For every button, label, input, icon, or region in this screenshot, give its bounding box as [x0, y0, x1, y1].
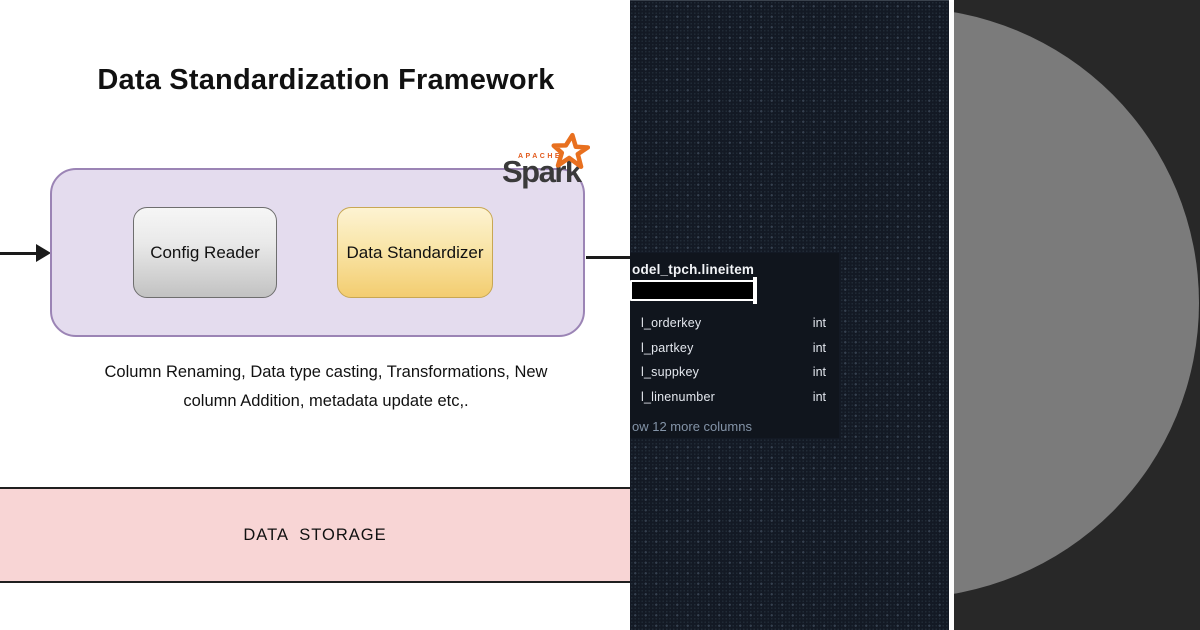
- column-type: int: [812, 316, 826, 331]
- column-type: int: [812, 389, 826, 404]
- page-title: Data Standardization Framework: [97, 64, 555, 96]
- table-rename-input[interactable]: [630, 280, 757, 301]
- apache-spark-logo: APACHE Spark: [498, 132, 590, 198]
- column-name: l_suppkey: [641, 365, 700, 380]
- data-standardizer-label: Data Standardizer: [346, 242, 484, 262]
- column-name: l_linenumber: [641, 389, 715, 404]
- table-row: l_suppkey int: [630, 360, 839, 385]
- framework-description: Column Renaming, Data type casting, Tran…: [0, 358, 652, 416]
- table-schema-card: odel_tpch.lineitem l_orderkey int l_part…: [630, 253, 839, 438]
- spark-star-icon: [551, 132, 590, 169]
- column-list: l_orderkey int l_partkey int l_suppkey i…: [630, 311, 839, 409]
- table-row: l_linenumber int: [630, 385, 839, 410]
- column-name: l_partkey: [641, 340, 694, 355]
- lineage-canvas-panel: odel_tpch.lineitem l_orderkey int l_part…: [630, 0, 949, 630]
- table-name-label: odel_tpch.lineitem: [632, 262, 755, 277]
- data-storage-label: DATA STORAGE: [243, 525, 387, 544]
- column-name: l_orderkey: [641, 316, 702, 331]
- input-arrow-head-icon: [36, 244, 51, 262]
- gray-circle-decoration: [954, 8, 1199, 598]
- panel-divider: [949, 2, 954, 630]
- column-type: int: [812, 340, 826, 355]
- config-reader-label: Config Reader: [150, 242, 260, 262]
- data-standardizer-box: Data Standardizer: [337, 207, 493, 298]
- show-more-columns-link[interactable]: ow 12 more columns: [632, 419, 752, 434]
- right-decoration-panel: [954, 0, 1200, 630]
- config-reader-box: Config Reader: [133, 207, 277, 298]
- description-line-1: Column Renaming, Data type casting, Tran…: [104, 363, 548, 381]
- spark-apache-label: APACHE: [518, 153, 563, 160]
- diagram-panel: Data Standardization Framework Config Re…: [0, 64, 630, 583]
- table-row: l_orderkey int: [630, 311, 839, 336]
- text-cursor: [753, 277, 757, 304]
- input-arrow-line: [0, 252, 38, 255]
- column-type: int: [812, 365, 826, 380]
- output-arrow-line: [586, 256, 630, 259]
- table-row: l_partkey int: [630, 336, 839, 361]
- description-line-2: column Addition, metadata update etc,.: [183, 392, 469, 410]
- data-storage-bar: DATA STORAGE: [0, 487, 630, 583]
